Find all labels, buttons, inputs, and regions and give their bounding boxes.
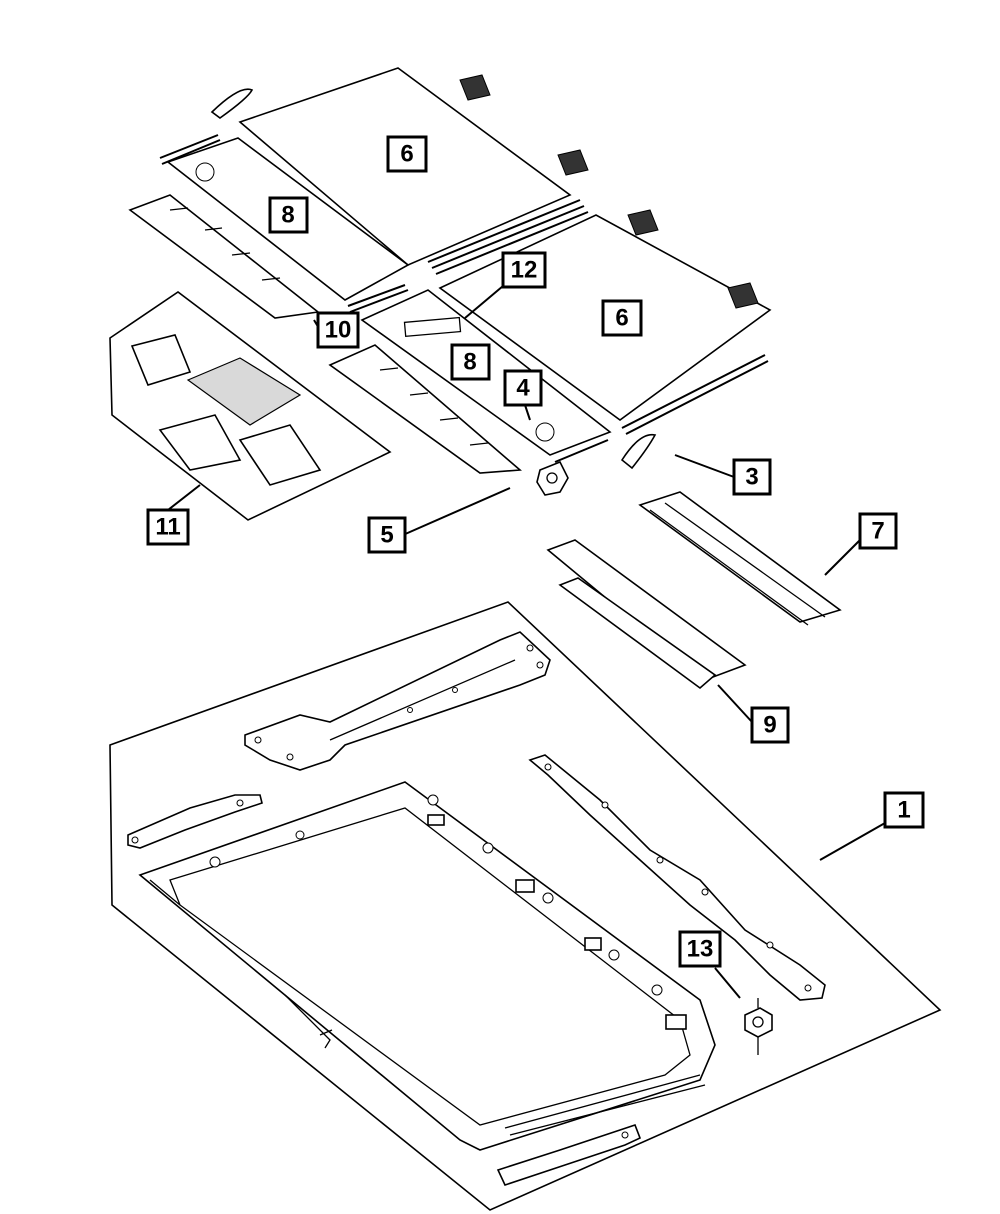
callout-3: 3	[732, 458, 772, 496]
callout-6-upper-label: 6	[400, 141, 413, 168]
callout-13-label: 13	[687, 936, 714, 963]
callout-6-upper: 6	[386, 135, 428, 173]
motor-icon	[536, 460, 569, 496]
callout-12-label: 12	[511, 257, 538, 284]
callout-6-lower: 6	[601, 299, 643, 337]
callout-12: 12	[501, 251, 547, 289]
callout-5-label: 5	[380, 522, 393, 549]
callout-7: 7	[858, 512, 898, 550]
callout-1-label: 1	[897, 797, 910, 824]
callout-1: 1	[883, 791, 925, 829]
callout-5: 5	[367, 516, 407, 554]
callout-13: 13	[678, 930, 722, 968]
callout-11-label: 11	[155, 514, 180, 541]
callout-8-upper: 8	[268, 196, 309, 234]
callout-10: 10	[316, 311, 360, 349]
callout-4-label: 4	[516, 375, 530, 402]
callout-8-lower: 8	[450, 343, 491, 381]
callout-4: 4	[503, 369, 543, 407]
nut-icon	[744, 998, 773, 1055]
rail-assembly-7	[638, 491, 842, 626]
callout-10-label: 10	[325, 317, 352, 344]
clip-icons	[459, 74, 759, 309]
callout-6-lower-label: 6	[615, 305, 628, 332]
callout-11: 11	[146, 508, 190, 546]
electronics-kit-panel	[109, 291, 392, 521]
callout-9: 9	[750, 706, 790, 744]
callout-8-lower-label: 8	[463, 349, 476, 376]
callout-3-label: 3	[745, 464, 758, 491]
leader-lines	[167, 285, 886, 999]
frame-assembly	[109, 601, 942, 1211]
callout-7-label: 7	[871, 518, 884, 545]
callout-9-label: 9	[763, 712, 776, 739]
callout-8-upper-label: 8	[281, 202, 294, 229]
rail-assembly-9	[546, 539, 747, 690]
